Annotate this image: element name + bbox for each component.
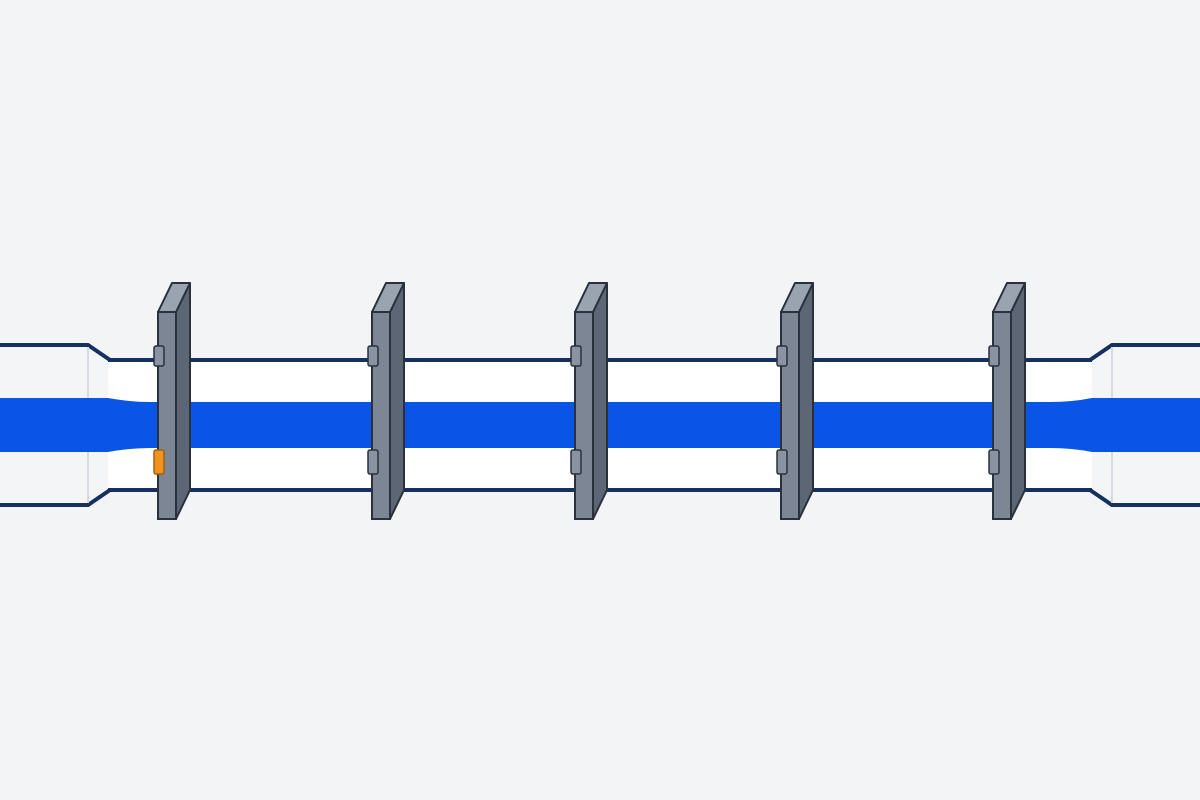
gate-front-face bbox=[574, 311, 594, 520]
right-end-top-outline bbox=[1088, 343, 1200, 362]
gates-group bbox=[153, 282, 1026, 520]
gate-side-panel bbox=[389, 282, 405, 520]
left-end-top-outline bbox=[0, 343, 112, 362]
gate-2 bbox=[367, 282, 405, 520]
gate-front-face bbox=[371, 311, 391, 520]
left-end-bottom-outline bbox=[0, 488, 112, 507]
gate-lower-bracket bbox=[570, 449, 582, 475]
gate-side-panel bbox=[1010, 282, 1026, 520]
gate-3 bbox=[570, 282, 608, 520]
gate-front-face bbox=[157, 311, 177, 520]
gate-upper-bracket bbox=[153, 345, 165, 367]
gate-lower-bracket bbox=[776, 449, 788, 475]
gate-front-face bbox=[992, 311, 1012, 520]
gate-1 bbox=[153, 282, 191, 520]
gate-lower-bracket bbox=[367, 449, 379, 475]
gate-upper-bracket bbox=[570, 345, 582, 367]
right-end-bottom-outline bbox=[1088, 488, 1200, 507]
gate-5 bbox=[988, 282, 1026, 520]
gate-front-face bbox=[780, 311, 800, 520]
gate-upper-bracket bbox=[367, 345, 379, 367]
gate-side-panel bbox=[175, 282, 191, 520]
gate-side-panel bbox=[798, 282, 814, 520]
gate-upper-bracket bbox=[776, 345, 788, 367]
gate-4 bbox=[776, 282, 814, 520]
gate-side-panel bbox=[592, 282, 608, 520]
gate-upper-bracket bbox=[988, 345, 1000, 367]
gate-lower-bracket-highlighted bbox=[153, 449, 165, 475]
gate-lower-bracket bbox=[988, 449, 1000, 475]
